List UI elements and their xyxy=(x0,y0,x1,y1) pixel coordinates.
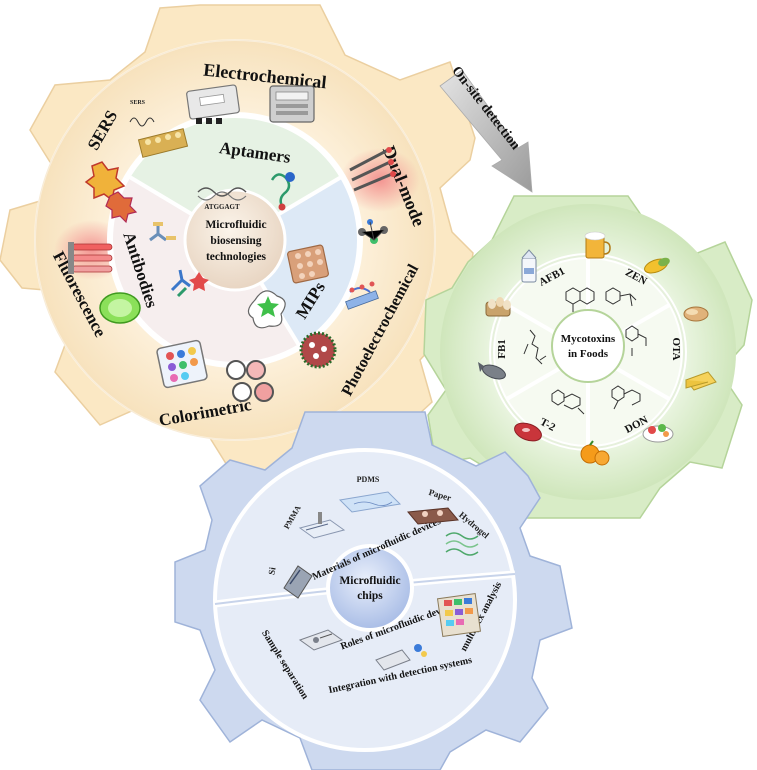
electrochemical-workstation-icon xyxy=(186,84,315,124)
colorimetric-dishes-icon xyxy=(226,360,274,402)
antibody-icon-1 xyxy=(149,222,176,242)
center-line-3: technologies xyxy=(206,251,267,263)
photoelectrochemical-icon xyxy=(299,281,379,369)
food-eggs-icon xyxy=(485,297,511,317)
food-cheese-icon xyxy=(685,371,717,391)
separation-chip-icon xyxy=(298,629,344,651)
gear-chips: Microfluidic chips Materials of microflu… xyxy=(174,411,573,770)
label-fb1: FB1 xyxy=(496,339,508,359)
food-salad-icon xyxy=(642,424,674,443)
pmma-chip-icon xyxy=(298,512,346,539)
center-line-1: Microfluidic xyxy=(205,219,266,231)
fluorescence-chip-icon xyxy=(99,292,141,324)
label-si: Si xyxy=(266,566,277,576)
mycotoxins-center-line-1: Mycotoxins xyxy=(561,333,616,345)
mip-template-icon xyxy=(247,290,286,329)
food-orange-icon xyxy=(580,440,610,466)
chips-center-line-2: chips xyxy=(357,590,383,602)
antibody-icon-2 xyxy=(170,269,209,298)
gear-mycotoxins: Mycotoxins in Foods AFB1 ZEN OTA DON T-2… xyxy=(423,195,753,519)
aptamer-sequence: ATGGAGT xyxy=(204,203,240,211)
si-chip-icon xyxy=(283,565,313,599)
food-milk-icon xyxy=(521,249,537,283)
gear-mycotoxins-center xyxy=(551,309,625,383)
food-beer-icon xyxy=(584,231,611,259)
gear-biosensing: Microfluidic biosensing technologies Apt… xyxy=(0,4,476,471)
food-bread-icon xyxy=(683,306,709,322)
label-sers-small: SERS xyxy=(130,100,146,106)
gear-chips-center xyxy=(326,544,414,632)
center-line-2: biosensing xyxy=(210,235,261,247)
food-fish-icon xyxy=(478,362,506,380)
sers-substrate-icon: SERS xyxy=(129,100,189,158)
mip-polymer-icon xyxy=(287,244,329,284)
hydrogel-icon xyxy=(445,532,479,556)
chips-center-line-1: Microfluidic xyxy=(339,575,400,587)
food-meat-icon xyxy=(514,422,542,442)
molecule-structures xyxy=(523,287,647,415)
colorimetric-plate-icon xyxy=(156,339,208,389)
dual-mode-electrodes-icon xyxy=(349,147,396,244)
integration-chip-icon xyxy=(375,644,427,671)
aptamer-binding-icon xyxy=(270,172,295,211)
sers-nanoparticle-icon xyxy=(84,161,138,224)
label-pdms: PDMS xyxy=(357,475,380,484)
mycotoxins-center-line-2: in Foods xyxy=(568,348,609,360)
paper-chip-icon xyxy=(407,507,459,525)
aptamer-icon: ATGGAGT xyxy=(197,187,247,211)
fluorescence-tubes-icon xyxy=(68,242,113,274)
gear-biosensing-center xyxy=(183,188,287,292)
pdms-chip-icon xyxy=(338,491,402,513)
label-ota: OTA xyxy=(670,337,682,360)
multiplex-chip-icon xyxy=(436,592,482,638)
food-corn-icon xyxy=(644,257,670,274)
